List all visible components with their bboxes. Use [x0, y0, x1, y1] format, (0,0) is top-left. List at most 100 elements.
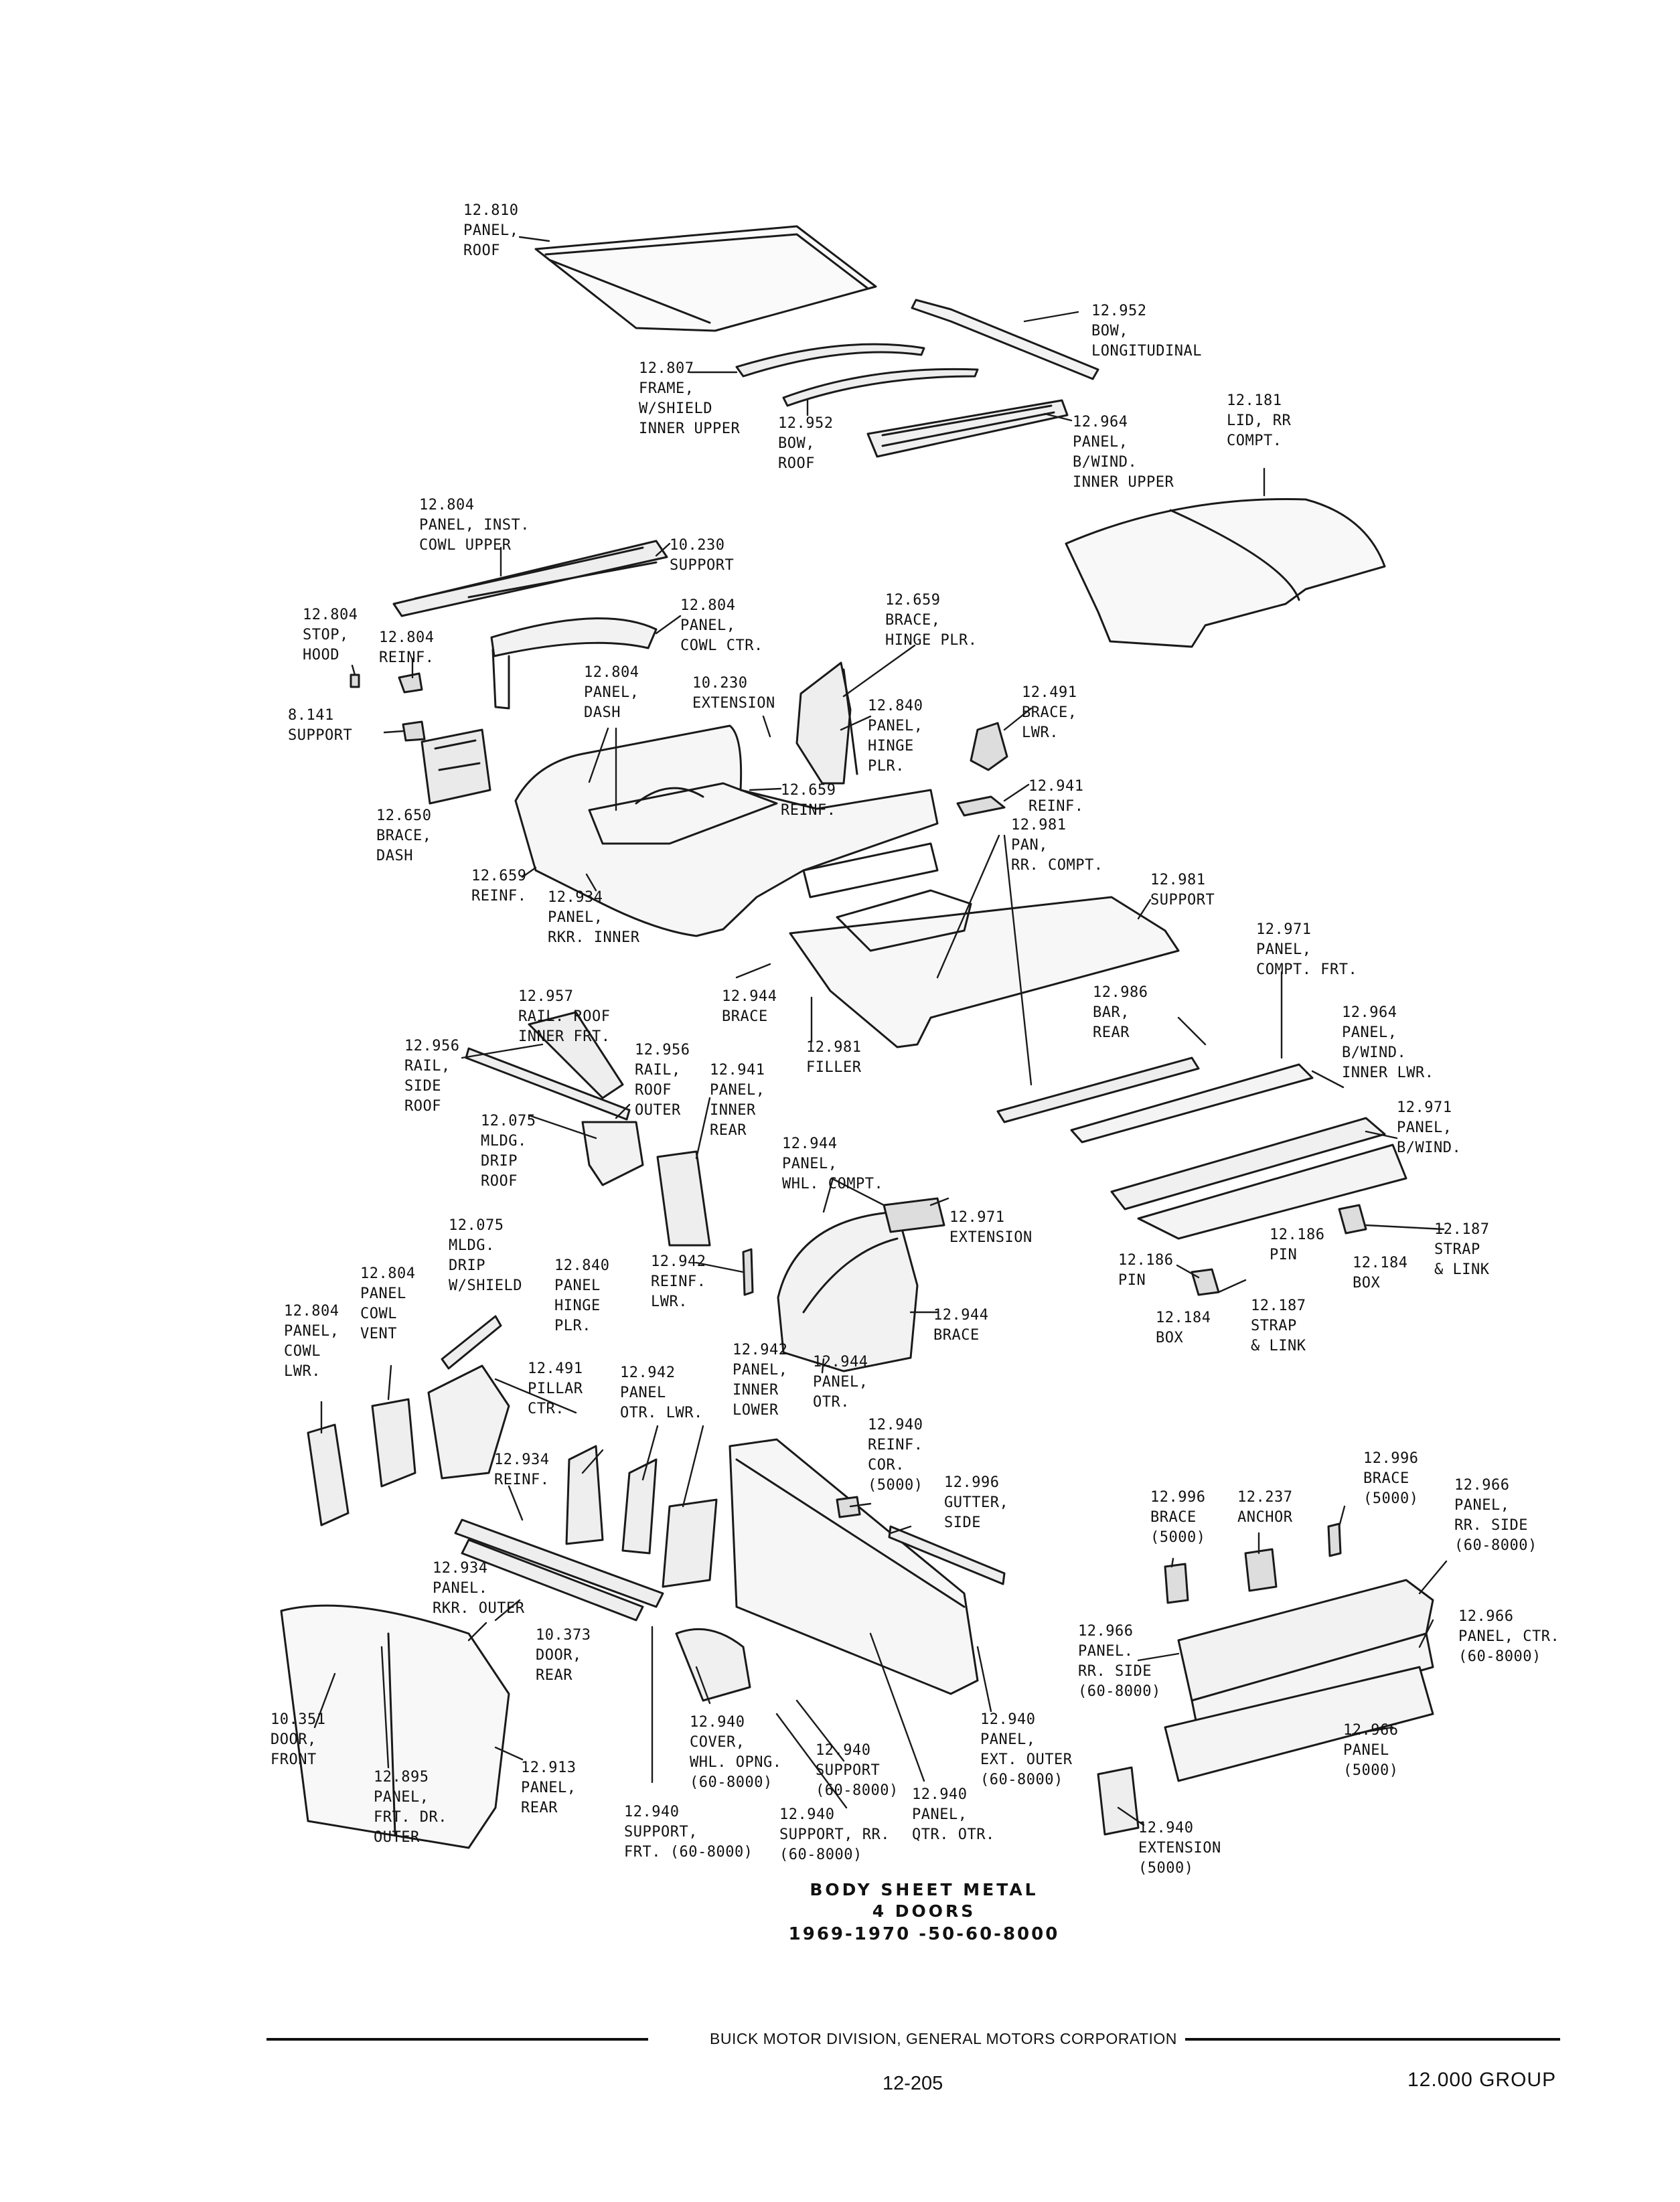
part-description: PANEL.	[1078, 1643, 1134, 1660]
part-description: PANEL	[620, 1385, 666, 1401]
part-number: 12.971	[1256, 921, 1312, 938]
part-description: HOOD	[303, 647, 339, 663]
part-description: REINF.	[494, 1472, 550, 1488]
part-description: GUTTER,	[944, 1494, 1009, 1511]
gutter-side-shape	[888, 1525, 1006, 1585]
part-description: EXTENSION	[692, 695, 775, 712]
part-description: PANEL,	[680, 617, 736, 634]
part-number: 12.964	[1342, 1004, 1397, 1021]
rear-compartment-pan-shape	[789, 896, 1180, 1048]
part-number: 12.996	[944, 1474, 1000, 1491]
part-description: DOOR,	[271, 1731, 317, 1748]
part-description: B/WIND.	[1073, 454, 1138, 471]
part-description: REAR	[1093, 1024, 1130, 1041]
part-description: INNER	[733, 1382, 779, 1399]
part-description: PANEL,	[584, 684, 639, 701]
part-description: LID, RR	[1227, 412, 1292, 429]
part-description: INNER FRT.	[518, 1028, 611, 1045]
brace-996-left-shape	[1164, 1563, 1189, 1604]
part-description: (60-8000)	[1458, 1648, 1541, 1665]
part-description: (60-8000)	[816, 1782, 899, 1799]
part-number: 12.971	[949, 1209, 1005, 1226]
part-number: 12.942	[651, 1253, 706, 1270]
part-number: 10.351	[271, 1711, 326, 1728]
part-description: REAR	[521, 1800, 558, 1816]
part-number: 12.957	[518, 988, 574, 1005]
part-description: OUTER	[635, 1102, 681, 1119]
support-8141-shape	[402, 720, 426, 742]
rear-bar-shape	[996, 1056, 1200, 1123]
part-description: LWR.	[651, 1293, 688, 1310]
part-number: 12.659	[781, 782, 836, 799]
part-description: BRACE	[1363, 1470, 1409, 1487]
caption-years: 1969-1970 -50-60-8000	[788, 1924, 1060, 1944]
part-number: 12.986	[1093, 984, 1148, 1001]
inner-rear-panel-shape	[656, 1150, 711, 1247]
part-description: (5000)	[868, 1477, 923, 1494]
part-description: SUPPORT	[670, 557, 735, 574]
part-description: COVER,	[690, 1734, 745, 1751]
part-description: PANEL,	[980, 1731, 1036, 1748]
part-description: BRACE	[722, 1008, 768, 1025]
part-number: 12.075	[449, 1217, 504, 1234]
part-description: COMPT.	[1227, 432, 1282, 449]
part-number: 12.491	[528, 1360, 583, 1377]
quarter-panel-shape	[729, 1438, 979, 1695]
part-number: 12.966	[1454, 1477, 1510, 1494]
part-description: REINF.	[868, 1437, 923, 1453]
part-description: ROOF	[404, 1098, 441, 1115]
part-description: REAR	[710, 1122, 747, 1139]
part-description: PANEL.	[433, 1580, 488, 1597]
part-description: (60-8000)	[1078, 1683, 1161, 1700]
part-description: STOP,	[303, 627, 349, 643]
part-description: PANEL,	[1342, 1024, 1397, 1041]
part-description: CTR.	[528, 1401, 564, 1417]
part-number: 12.184	[1353, 1255, 1408, 1271]
part-number: 12.956	[635, 1042, 690, 1058]
roof-rail-side-shape	[465, 1047, 631, 1121]
part-number: 12.940	[779, 1806, 835, 1823]
part-number: 12.966	[1078, 1623, 1134, 1640]
part-number: 12.659	[885, 592, 941, 609]
part-description: COR.	[868, 1457, 905, 1474]
part-number: 12.186	[1270, 1227, 1325, 1243]
drip-moulding-roof-shape	[581, 1121, 644, 1186]
part-description: RKR. INNER	[548, 929, 640, 946]
rr-side-panel-shape	[1177, 1579, 1434, 1702]
part-description: MLDG.	[481, 1133, 527, 1150]
part-description: DRIP	[449, 1257, 485, 1274]
part-description: PANEL, INST.	[419, 517, 530, 534]
part-description: BRACE	[933, 1327, 980, 1344]
wheelhouse-shape	[777, 1210, 919, 1372]
part-description: OTR. LWR.	[620, 1405, 703, 1421]
part-number: 12.804	[360, 1265, 416, 1282]
part-number: 12.940	[624, 1804, 680, 1820]
part-description: INNER UPPER	[639, 420, 741, 437]
box-strap-left-shape	[1191, 1268, 1220, 1296]
